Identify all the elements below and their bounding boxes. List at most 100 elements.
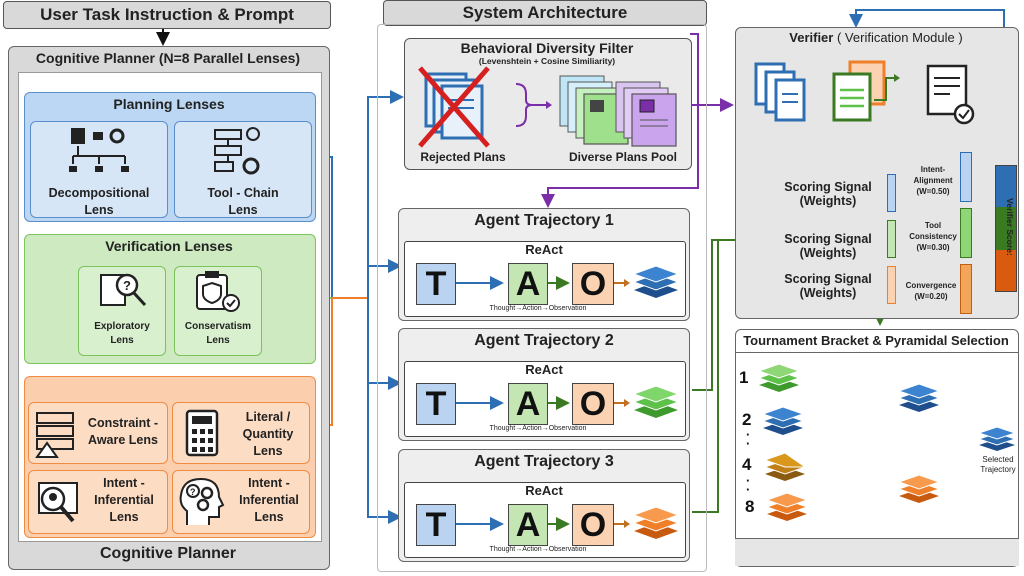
score-segment-blue bbox=[996, 166, 1016, 208]
tao-caption: Thought→Action→Observation bbox=[489, 546, 587, 553]
seed-2: 2 bbox=[742, 410, 752, 429]
verifier-docs-icon bbox=[754, 60, 975, 125]
react-label: ReAct bbox=[525, 362, 563, 377]
seed-ellipsis-2: ·· bbox=[746, 473, 751, 497]
observation-step: O bbox=[572, 383, 614, 425]
verifier-score-label: Verifier Score: bbox=[1005, 198, 1015, 256]
stack-seed-8 bbox=[765, 492, 809, 521]
stack-seed-2 bbox=[761, 406, 805, 435]
tool-chain-lens-label: Tool - Chain Lens bbox=[207, 186, 279, 217]
constraint-aware-lens: Constraint - Aware Lens bbox=[28, 402, 168, 464]
score-segment-orange bbox=[996, 249, 1016, 291]
planner-footer: Cognitive Planner bbox=[99, 545, 237, 562]
exploratory-icon: ? bbox=[100, 273, 147, 307]
weight-convergence: Convergence (W=0.20) bbox=[905, 281, 957, 301]
seed-4: 4 bbox=[742, 455, 752, 474]
trajectory-title: Agent Trajectory 2 bbox=[474, 332, 614, 349]
weight-intent-alignment: Intent- Alignment (W=0.50) bbox=[913, 165, 953, 196]
svg-text:?: ? bbox=[190, 487, 196, 497]
intent-inferential-lens-b-label: Intent - Inferential Lens bbox=[239, 476, 299, 524]
seed-ellipsis-1: ·· bbox=[746, 427, 751, 451]
hierarchy-icon bbox=[69, 128, 129, 172]
signal-bar-green bbox=[887, 220, 896, 258]
diverse-plans-pool-icon bbox=[559, 75, 677, 147]
intent-inferential-lens-a-label: Intent - Inferential Lens bbox=[94, 476, 154, 524]
observation-step: O bbox=[572, 263, 614, 305]
intent-inferential-lens-b: ? Intent - Inferential Lens bbox=[172, 470, 310, 534]
svg-text:?: ? bbox=[123, 278, 131, 293]
diversity-filter-title: Behavioral Diversity Filter bbox=[460, 40, 634, 56]
thought-step: T bbox=[416, 504, 456, 546]
trajectory-title: Agent Trajectory 3 bbox=[474, 453, 614, 470]
verifier-heading: Verifier ( Verification Module ) bbox=[735, 30, 1017, 45]
layers-icon-green bbox=[632, 385, 680, 418]
thought-step: T bbox=[416, 263, 456, 305]
intent-inferential-lens-a: Intent - Inferential Lens bbox=[28, 470, 168, 534]
signal-bar-blue bbox=[887, 174, 896, 212]
tournament-title: Tournament Bracket & Pyramidal Selection bbox=[743, 333, 1009, 348]
exploratory-lens-label: Exploratory Lens bbox=[94, 321, 150, 346]
conservatism-lens: Conservatism Lens bbox=[174, 266, 262, 356]
verification-lenses-group bbox=[24, 234, 316, 364]
verifier-subtitle: ( Verification Module ) bbox=[836, 30, 963, 45]
scoring-signal-1: Scoring Signal (Weights) bbox=[784, 180, 872, 208]
verifier-title: Verifier bbox=[789, 30, 834, 45]
prompt-header: User Task Instruction & Prompt bbox=[3, 1, 331, 29]
calculator-icon bbox=[185, 409, 219, 457]
planner-header: Cognitive Planner (N=8 Parallel Lenses) bbox=[35, 50, 301, 66]
architecture-header: System Architecture bbox=[383, 0, 707, 26]
literal-quantity-lens: Literal / Quantity Lens bbox=[172, 402, 310, 464]
weight-bar-convergence bbox=[960, 264, 972, 314]
tao-flow-arrows bbox=[456, 506, 680, 539]
tao-flow-arrows bbox=[456, 265, 680, 298]
stack-seed-1 bbox=[757, 363, 801, 392]
exploratory-lens: ? Exploratory Lens bbox=[78, 266, 166, 356]
react-label: ReAct bbox=[525, 483, 563, 498]
tournament-footer-bar bbox=[735, 538, 1019, 566]
layers-icon-blue bbox=[632, 265, 680, 298]
trajectory-title: Agent Trajectory 1 bbox=[474, 212, 614, 229]
tool-chain-lens: Tool - Chain Lens bbox=[174, 121, 312, 218]
layers-icon-orange bbox=[632, 506, 680, 539]
tao-flow-arrows bbox=[456, 385, 680, 418]
head-gears-icon: ? bbox=[179, 477, 225, 525]
action-step: A bbox=[508, 263, 548, 305]
verification-lenses-title: Verification Lenses bbox=[105, 238, 233, 254]
score-segment-green bbox=[996, 207, 1016, 250]
tournament-stacks bbox=[757, 363, 1017, 521]
observation-step: O bbox=[572, 504, 614, 546]
server-alert-icon bbox=[35, 412, 74, 458]
signal-bar-orange bbox=[887, 266, 896, 304]
react-label: ReAct bbox=[525, 242, 563, 257]
stack-round2-bottom bbox=[897, 474, 941, 503]
weight-bar-intent bbox=[960, 152, 972, 202]
magnifier-doc-icon bbox=[38, 482, 78, 523]
conservatism-lens-label: Conservatism Lens bbox=[184, 321, 252, 346]
agent-trajectory-3: Agent Trajectory 3 ReAct T A O Thought→A… bbox=[398, 449, 690, 562]
rejected-plans-label: Rejected Plans bbox=[420, 150, 506, 164]
tao-caption: Thought→Action→Observation bbox=[489, 425, 587, 432]
planning-lenses-title: Planning Lenses bbox=[113, 96, 225, 112]
diverse-plans-pool-label: Diverse Plans Pool bbox=[568, 150, 678, 164]
filter-brace-icon bbox=[515, 83, 552, 127]
architecture-title: System Architecture bbox=[462, 3, 628, 22]
decompositional-lens: Decompositional Lens bbox=[30, 121, 168, 218]
stack-seed-4 bbox=[763, 452, 807, 481]
constraint-aware-lens-label: Constraint - Aware Lens bbox=[87, 416, 159, 447]
seed-1: 1 bbox=[739, 368, 749, 387]
architecture-panel bbox=[377, 24, 707, 572]
seed-8: 8 bbox=[745, 497, 755, 516]
stack-winner bbox=[977, 426, 1017, 451]
thought-step: T bbox=[416, 383, 456, 425]
scoring-signal-3: Scoring Signal (Weights) bbox=[784, 272, 872, 300]
decompositional-lens-label: Decompositional Lens bbox=[48, 186, 150, 217]
verifier-score-bar bbox=[995, 165, 1017, 292]
scoring-signal-2: Scoring Signal (Weights) bbox=[784, 232, 872, 260]
action-step: A bbox=[508, 383, 548, 425]
agent-trajectory-2: Agent Trajectory 2 ReAct T A O Thought→A… bbox=[398, 328, 690, 441]
rejected-plans-icon bbox=[418, 66, 490, 148]
tool-chain-icon bbox=[214, 127, 260, 175]
clipboard-shield-icon bbox=[196, 271, 240, 312]
tao-caption: Thought→Action→Observation bbox=[489, 305, 587, 312]
stack-round2-top bbox=[897, 383, 941, 412]
